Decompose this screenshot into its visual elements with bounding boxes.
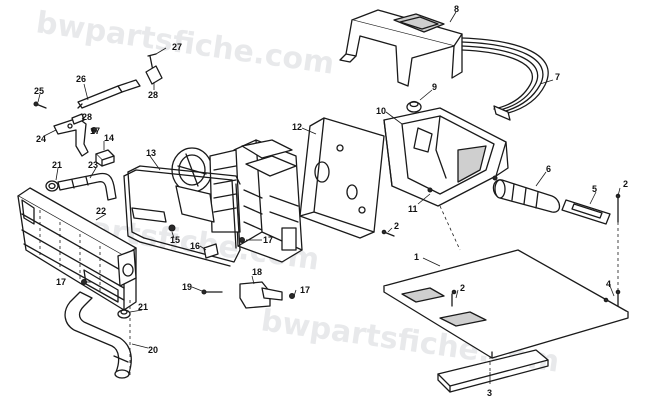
part-6-muffler <box>492 179 561 213</box>
label-12: 12 <box>292 122 302 132</box>
leader-lines <box>37 11 621 384</box>
part-17-nut-d <box>289 293 295 299</box>
part-28-clip-top <box>145 65 163 85</box>
label-11: 11 <box>408 204 418 214</box>
part-12-mount-plate <box>299 117 385 239</box>
label-9: 9 <box>432 82 437 92</box>
label-5: 5 <box>592 184 597 194</box>
part-21-clamp-top <box>45 180 59 192</box>
part-13-frame <box>123 165 241 267</box>
part-19-bolt <box>201 289 223 295</box>
label-3: 3 <box>487 388 492 398</box>
part-18-mount <box>239 281 283 309</box>
label-22: 22 <box>96 206 106 216</box>
part-23-hose <box>57 172 117 201</box>
part-20-hose <box>64 291 132 379</box>
label-1: 1 <box>414 252 419 262</box>
part-21-clamp-bottom <box>117 309 131 319</box>
label-13: 13 <box>146 148 156 158</box>
label-24: 24 <box>36 134 46 144</box>
label-17-engine: 17 <box>263 235 273 245</box>
part-3-bracket <box>437 349 549 393</box>
label-25: 25 <box>34 86 44 96</box>
label-17-top: 17 <box>90 126 100 136</box>
part-5-slotted-plate <box>561 199 611 225</box>
part-2-bolt-b <box>381 229 395 237</box>
label-26: 26 <box>76 74 86 84</box>
part-17-nut-a <box>91 127 97 133</box>
label-6: 6 <box>546 164 551 174</box>
part-17-nut-c <box>81 279 87 285</box>
label-16: 16 <box>190 241 200 251</box>
label-28-left: 28 <box>82 112 92 122</box>
part-25-bolt <box>33 101 47 109</box>
part-15-bolt <box>168 224 176 232</box>
label-21-top: 21 <box>52 160 62 170</box>
part-26-spark-plug <box>77 79 141 109</box>
part-4-bolt <box>615 289 621 307</box>
label-7: 7 <box>555 72 560 82</box>
label-4: 4 <box>606 279 611 289</box>
part-14-block <box>95 149 115 167</box>
label-8: 8 <box>454 4 459 14</box>
label-20: 20 <box>148 345 158 355</box>
label-2-base: 2 <box>460 283 465 293</box>
label-28-top: 28 <box>148 90 158 100</box>
part-16-stud <box>203 243 219 259</box>
label-15: 15 <box>170 235 180 245</box>
part-17-nut-b <box>239 237 245 243</box>
engine-block <box>233 139 303 263</box>
label-17-radiator: 17 <box>56 277 66 287</box>
label-27: 27 <box>172 42 182 52</box>
fan-housing <box>171 147 241 233</box>
part-8-shroud <box>339 9 463 87</box>
label-17-mount: 17 <box>300 285 310 295</box>
label-19: 19 <box>182 282 192 292</box>
label-2-airbox: 2 <box>394 221 399 231</box>
label-18: 18 <box>252 267 262 277</box>
part-1-base-plate <box>383 249 629 359</box>
part-22-radiator <box>17 187 137 311</box>
part-9-grommet <box>406 100 422 113</box>
watermark-top: bwpartsfiche.com <box>34 5 337 82</box>
label-10: 10 <box>376 106 386 116</box>
part-7-cable <box>461 37 549 121</box>
label-2-right: 2 <box>623 179 628 189</box>
part-24-bracket <box>53 117 89 157</box>
part-labels: 1 2 2 2 3 4 5 6 7 8 9 10 11 12 13 14 15 … <box>34 4 628 398</box>
label-14: 14 <box>104 133 114 143</box>
label-21-bottom: 21 <box>138 302 148 312</box>
part-10-airbox <box>383 107 509 207</box>
label-23: 23 <box>88 160 98 170</box>
part-2-bolt-a <box>615 193 621 223</box>
alignment-line-airbox <box>439 205 461 251</box>
